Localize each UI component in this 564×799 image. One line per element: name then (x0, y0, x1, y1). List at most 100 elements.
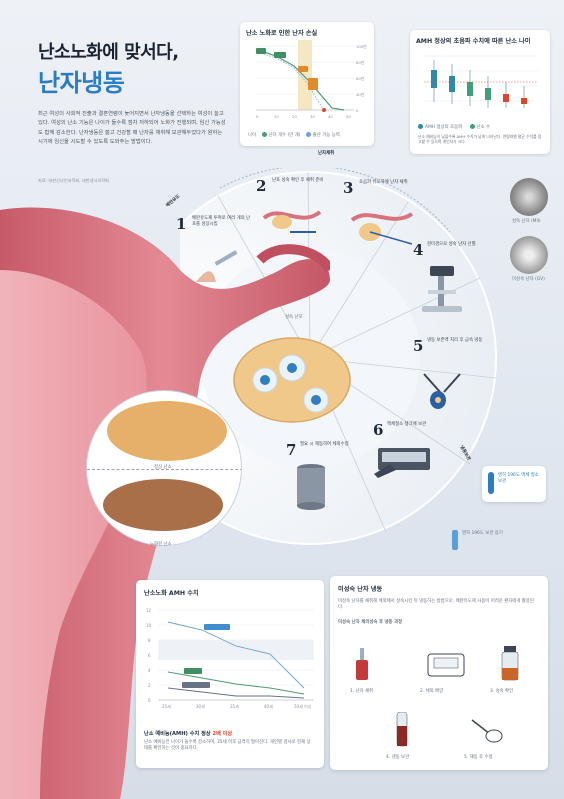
legend-count-dot (469, 124, 475, 129)
svg-text:6: 6 (148, 653, 151, 658)
healthy-ovary (107, 401, 227, 461)
svg-text:60만: 60만 (356, 76, 365, 81)
follicles (252, 354, 329, 413)
step-4: 4 현미경으로 성숙 난자 선별 (413, 240, 503, 259)
amh-boxplot-legend: AMH 정상의 초음파 난소 수 (418, 124, 490, 130)
legend-egg-count: 난자 개수 (만 개) (268, 133, 301, 138)
svg-text:2: 2 (148, 683, 151, 688)
freezing-vial-icon (396, 712, 408, 747)
amh-boxplot-title: AMH 정상의 초음파 수치에 따른 난소 나이 (416, 38, 531, 45)
step-4-number: 4 (413, 241, 424, 259)
step-7: 7 필요 시 해동하여 체외수정 (286, 440, 376, 459)
badge-low (182, 682, 210, 688)
amh-average-line (167, 621, 305, 689)
vial-label: 영하 196도 보관 용기 (462, 531, 503, 536)
source-caption: 자료: 대한산부인과학회, 대한생식의학회 (38, 178, 109, 183)
page-title: 난자냉동 (38, 69, 125, 97)
svg-text:8: 8 (148, 638, 151, 643)
amh-normal-line (167, 671, 305, 695)
fertility-line (257, 51, 325, 111)
nitrogen-tank-icon (297, 464, 325, 510)
fertile-window-band (298, 40, 312, 110)
immature-freezing-card: 미성숙 난자 냉동 미성숙 난자를 채취해 체외에서 성숙시킨 뒤 냉동하는 방… (330, 576, 548, 770)
egg-loss-legend: 나이 난자 개수 (만 개) 출산 가능 능력 (248, 132, 368, 138)
svg-text:35세: 35세 (230, 703, 239, 709)
step-6-number: 6 (373, 421, 384, 439)
immature-freezing-title: 미성숙 난자 냉동 (338, 586, 383, 593)
legend-fertility-dot (305, 132, 311, 137)
step-5-number: 5 (413, 337, 424, 355)
step-3-number: 3 (343, 179, 354, 197)
egg-loss-chart-title: 난소 노화로 인한 난자 손실 (246, 30, 318, 37)
boxplot-boxes (431, 60, 527, 108)
aged-ovary-label: 노화된 난소 (150, 542, 172, 547)
svg-text:10: 10 (274, 114, 279, 119)
svg-text:10: 10 (146, 623, 152, 628)
amh-footer-title: 난소 예비능(AMH) 수치 정상 2배 이상 (144, 730, 232, 737)
legend-egg-dot (261, 132, 267, 137)
immature-freezing-sub: 미성숙 난자 체외성숙 후 냉동 과정 (338, 620, 403, 625)
step-4-text: 현미경으로 성숙 난자 선별 (427, 242, 476, 247)
svg-text:30세: 30세 (196, 703, 205, 709)
process-step-5: 5. 해동 후 수정 (464, 755, 493, 760)
temperature-label: 영하 196도 액체 질소 보관 (498, 473, 539, 484)
step-5-text: 냉동 보존액 처리 후 급속 냉동 (427, 338, 483, 343)
immature-freezing-text: 미성숙 난자를 채취해 체외에서 성숙시킨 뒤 냉동하는 방법으로, 배란유도제… (338, 599, 534, 610)
step-7-text: 필요 시 해동하여 체외수정 (300, 442, 349, 447)
egg-sample-mature-label: 성숙 난자 (Mll) (512, 219, 541, 224)
thermometer-icon (488, 472, 494, 494)
process-step-1: 1. 난자 채취 (350, 689, 374, 694)
svg-text:0: 0 (356, 108, 359, 113)
legend-age: 나이 (248, 133, 257, 138)
vial-icon (452, 530, 458, 550)
svg-text:50: 50 (346, 114, 351, 119)
svg-text:40세: 40세 (264, 703, 273, 709)
svg-text:100만: 100만 (356, 44, 367, 49)
step-1-number: 1 (176, 215, 187, 233)
temperature-badge: 영하 196도 액체 질소 보관 (482, 466, 546, 502)
svg-text:40만: 40만 (356, 92, 365, 97)
svg-text:0: 0 (148, 698, 151, 703)
svg-text:50세 이상: 50세 이상 (294, 703, 312, 709)
badge-average (204, 624, 230, 630)
legend-amh-dot (418, 124, 423, 129)
egg-sample-immature (510, 236, 548, 274)
step-1: 1 배란유도제 투여로 여러 개의 난포를 성장시킴 (176, 214, 256, 233)
legend-count: 난소 수 (476, 125, 491, 130)
step-6: 6 액체질소 탱크에 보관 (373, 420, 463, 439)
step-7-number: 7 (286, 441, 297, 459)
svg-text:12: 12 (146, 608, 152, 613)
cryo-storage-box-icon (374, 448, 430, 478)
badge-40s (308, 78, 318, 90)
svg-text:20: 20 (292, 114, 297, 119)
process-step-4: 4. 냉동 보관 (386, 755, 410, 760)
legend-amh: AMH 정상의 초음파 (425, 125, 463, 130)
process-step-2: 2. 체외 배양 (420, 689, 444, 694)
page-subtitle: 난소노화에 맞서다, (38, 42, 179, 63)
ovary-ultrasound-icon (262, 210, 322, 233)
incubator-icon (427, 653, 465, 677)
badge-birth (256, 48, 266, 54)
step-2-text: 난포 성숙 확인 후 채취 준비 (272, 178, 324, 183)
amh-boxplot-note: 난소 예비능이 낮을수록 AMH 수치가 낮게 나타난다. 연령대별 평균 수치… (418, 134, 542, 144)
egg-sample-immature-label: 미성숙 난자 (GV) (512, 277, 545, 282)
ovary-comparison-zoom (86, 390, 242, 546)
svg-text:30: 30 (310, 114, 315, 119)
intro-paragraph: 최근 여성의 사회적 진출과 결혼연령이 늦어지면서 난자냉동을 선택하는 여성… (38, 111, 226, 146)
egg-sample-mature (510, 178, 548, 216)
ovary-label: 성숙 난포 (285, 315, 303, 320)
microscope-icon (422, 266, 462, 312)
badge-normal (184, 668, 202, 674)
svg-text:0: 0 (256, 114, 259, 119)
comparison-divider (87, 469, 241, 470)
step-6-text: 액체질소 탱크에 보관 (387, 422, 427, 427)
culture-dish-icon (501, 646, 519, 681)
pipette-vitrification-icon (423, 373, 461, 409)
process-step-3: 3. 성숙 확인 (490, 689, 514, 694)
svg-text:25세: 25세 (162, 703, 171, 709)
syringe-injection-icon (196, 250, 238, 282)
menopause-marker (322, 108, 326, 112)
amh-low-line (167, 687, 305, 699)
